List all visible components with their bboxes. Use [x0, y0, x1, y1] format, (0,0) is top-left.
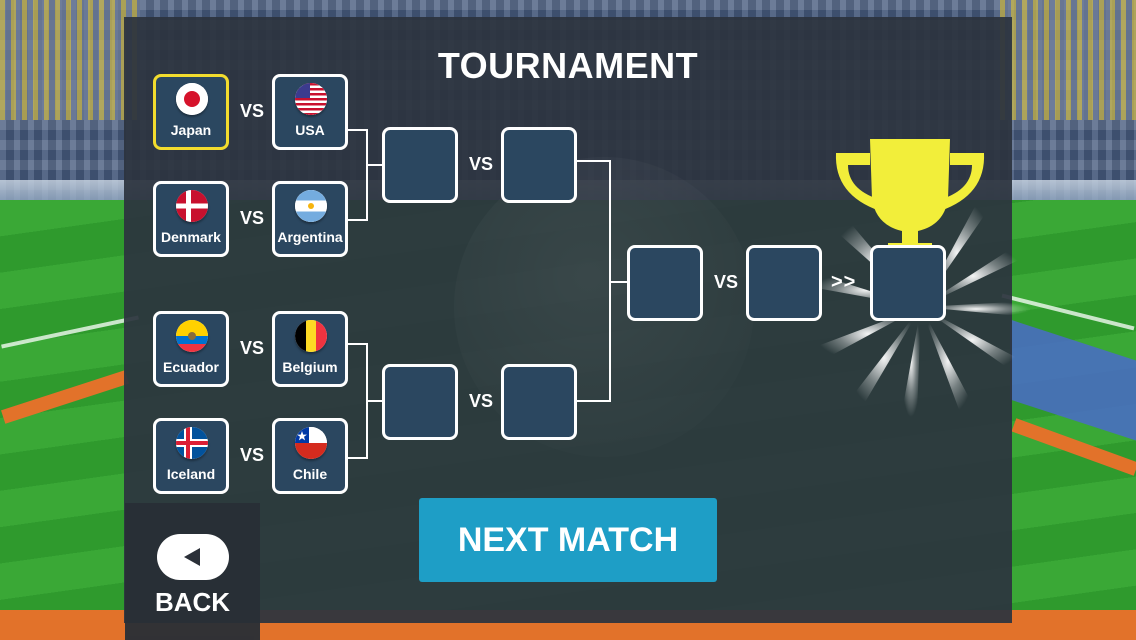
final-slot-1	[627, 245, 703, 321]
bracket-line	[609, 281, 627, 283]
vs-label: VS	[240, 101, 265, 121]
track-stripe	[1, 370, 129, 424]
back-button[interactable]: BACK	[125, 503, 260, 640]
team-name: Denmark	[161, 229, 221, 245]
vs-label: VS	[469, 154, 494, 174]
team-name: Chile	[292, 466, 328, 482]
next-match-button[interactable]: NEXT MATCH	[419, 498, 717, 582]
ball-watermark	[454, 157, 754, 457]
bracket-line	[366, 400, 382, 402]
bracket-line	[366, 129, 368, 221]
denmark-flag-icon	[176, 190, 208, 222]
bracket-line	[577, 400, 611, 402]
team-slot-belgium[interactable]: Belgium	[272, 311, 348, 387]
back-label: BACK	[154, 587, 231, 617]
semifinal-slot-2	[501, 127, 577, 203]
chile-flag-icon	[295, 427, 327, 459]
team-slot-denmark[interactable]: Denmark	[153, 181, 229, 257]
usa-flag-icon	[295, 83, 327, 115]
belgium-flag-icon	[295, 320, 327, 352]
ecuador-flag-icon	[176, 320, 208, 352]
trophy-icon	[835, 139, 985, 259]
vs-label: VS	[714, 272, 739, 292]
team-name: Argentina	[277, 229, 343, 245]
semifinal-slot-3	[382, 364, 458, 440]
team-slot-chile[interactable]: Chile	[272, 418, 348, 494]
iceland-flag-icon	[176, 427, 208, 459]
team-name: Iceland	[166, 466, 216, 482]
bracket-line	[366, 164, 382, 166]
team-name: Belgium	[282, 359, 338, 375]
stand-section	[1000, 0, 1136, 120]
page-title: TOURNAMENT	[437, 45, 699, 86]
stand-section	[0, 0, 140, 120]
tournament-panel: TOURNAMENT	[124, 17, 1031, 623]
bracket-line	[348, 343, 368, 345]
back-arrow-icon	[157, 534, 229, 580]
vs-label: VS	[240, 338, 265, 358]
bracket-line	[348, 457, 368, 459]
winner-arrow: >>	[831, 271, 857, 293]
team-slot-iceland[interactable]: Iceland	[153, 418, 229, 494]
team-name: Ecuador	[162, 359, 219, 375]
final-slot-2	[746, 245, 822, 321]
team-slot-argentina[interactable]: Argentina	[272, 181, 348, 257]
team-slot-usa[interactable]: USA	[272, 74, 348, 150]
team-slot-ecuador[interactable]: Ecuador	[153, 311, 229, 387]
vs-label: VS	[469, 391, 494, 411]
team-name: USA	[295, 122, 325, 138]
bracket-line	[348, 129, 368, 131]
japan-flag-icon	[176, 83, 208, 115]
vs-label: VS	[240, 445, 265, 465]
argentina-flag-icon	[295, 190, 327, 222]
team-slot-japan[interactable]: Japan	[153, 74, 229, 150]
bracket-line	[348, 219, 368, 221]
semifinal-slot-4	[501, 364, 577, 440]
semifinal-slot-1	[382, 127, 458, 203]
bracket-line	[577, 160, 611, 162]
champion-slot	[870, 245, 946, 321]
pitch-line	[1, 315, 139, 349]
vs-label: VS	[240, 208, 265, 228]
team-name: Japan	[170, 122, 212, 138]
